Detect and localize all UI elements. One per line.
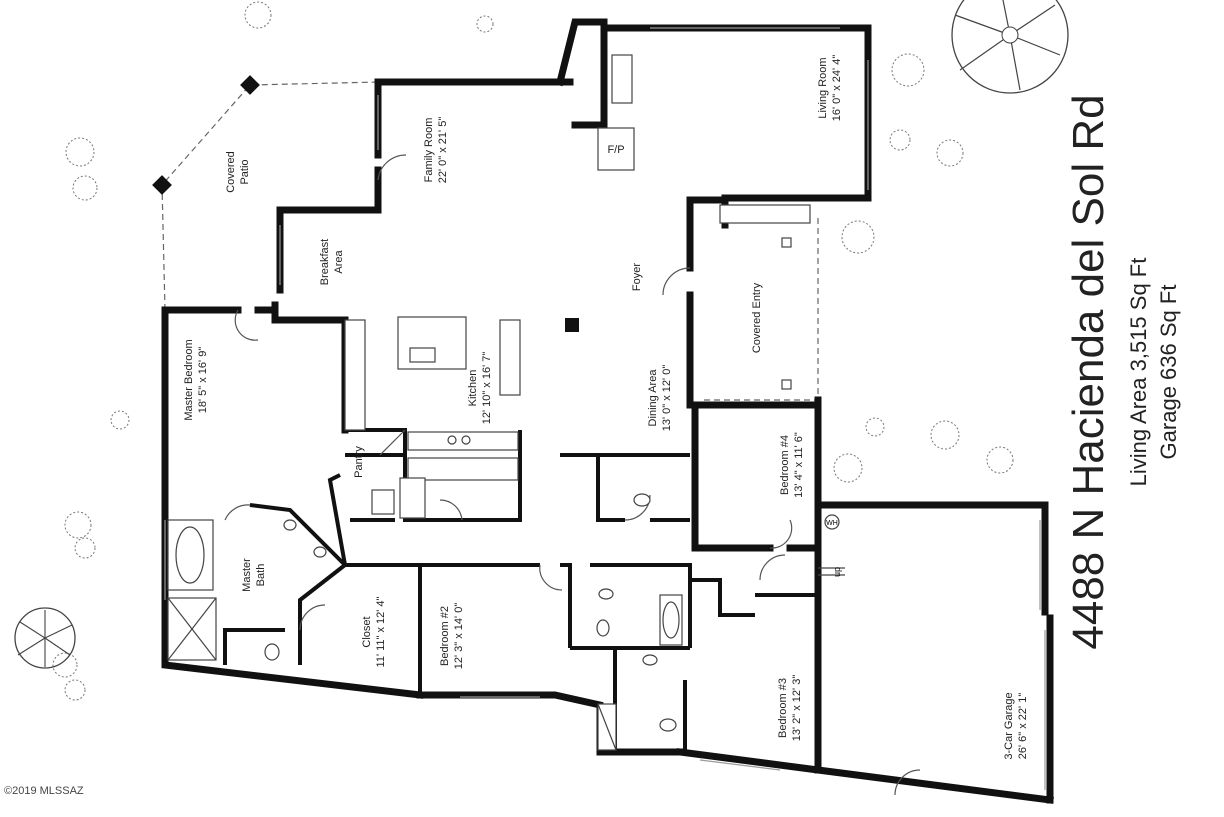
bedroom4-name: Bedroom #4 [779, 435, 791, 495]
master-bath-line1: Master [241, 558, 253, 592]
bedroom4-dims: 13' 4" x 11' 6" [793, 432, 805, 498]
garage-area-text: Garage 636 Sq Ft [1156, 285, 1181, 460]
family-room-dims: 22' 0" x 21' 5" [437, 117, 449, 184]
master-bedroom-dims: 18' 5" x 16' 9" [197, 347, 209, 414]
windows [164, 27, 1046, 790]
garage-dims: 26' 6" x 22' 1" [1017, 693, 1029, 760]
interior-walls [223, 428, 818, 752]
dining-name: Dining Area [647, 369, 659, 427]
dining-dims: 13' 0" x 12' 0" [661, 365, 673, 432]
tree-top-right [951, 0, 1069, 94]
landscape-shrubs [52, 1, 1014, 701]
foyer-name: Foyer [631, 263, 643, 291]
address-title: 4488 N Hacienda del Sol Rd [1064, 94, 1113, 649]
room-labels: Living Room 16' 0" x 24' 4" Family Room … [183, 55, 1029, 760]
bedroom2-name: Bedroom #2 [439, 606, 451, 666]
stairs-up-label: up [832, 567, 842, 577]
pantry-name: Pantry [353, 446, 365, 478]
living-room-name: Living Room [817, 57, 829, 118]
door-swings [224, 154, 921, 796]
master-bedroom-name: Master Bedroom [183, 339, 195, 420]
closet-name: Closet [361, 616, 373, 647]
copyright-text: ©2019 MLSSAZ [4, 785, 84, 797]
kitchen-dims: 12' 10" x 16' 7" [481, 352, 493, 425]
bedroom2-dims: 12' 3" x 14' 0" [453, 603, 465, 670]
bedroom3-dims: 13' 2" x 12' 3" [791, 675, 803, 742]
title-block: 4488 N Hacienda del Sol Rd [1064, 94, 1113, 649]
covered-entry-name: Covered Entry [751, 282, 763, 353]
breakfast-line2: Area [333, 250, 345, 274]
covered-patio-outline [152, 75, 381, 311]
covered-patio-line1: Covered [225, 151, 237, 193]
bedroom3-name: Bedroom #3 [777, 678, 789, 738]
family-room-name: Family Room [423, 118, 435, 183]
tree-left [14, 607, 76, 669]
master-bath-line2: Bath [255, 564, 267, 587]
garage-name: 3-Car Garage [1003, 692, 1015, 759]
kitchen-name: Kitchen [467, 370, 479, 407]
water-heater-label: WH [826, 520, 838, 527]
fireplace-label: F/P [607, 144, 624, 156]
living-area-text: Living Area 3,515 Sq Ft [1126, 258, 1151, 487]
covered-patio-line2: Patio [239, 159, 251, 184]
closet-dims: 11' 11" x 12' 4" [375, 596, 387, 667]
breakfast-line1: Breakfast [319, 239, 331, 285]
fixtures [167, 54, 845, 751]
living-room-dims: 16' 0" x 24' 4" [831, 55, 843, 122]
